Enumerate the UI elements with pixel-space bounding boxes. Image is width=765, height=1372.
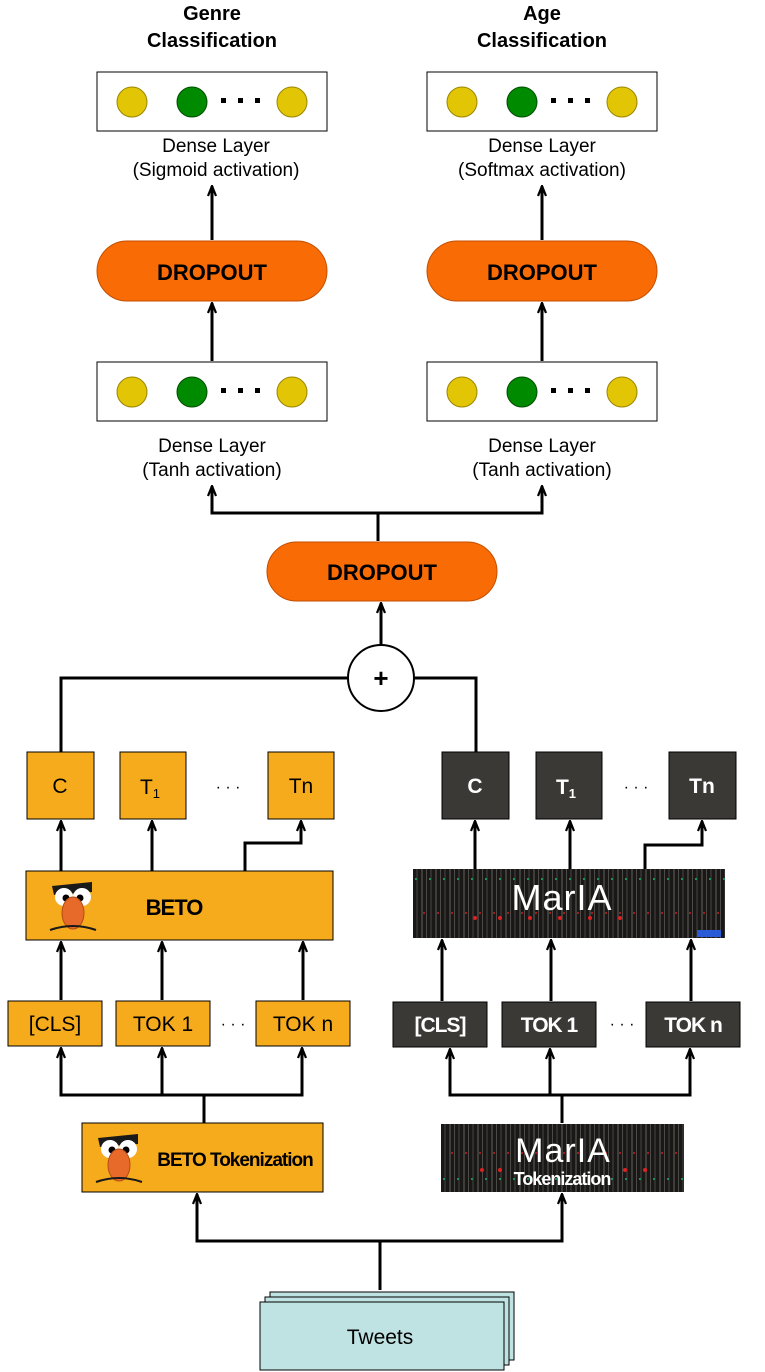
neuron-yellow bbox=[276, 376, 308, 408]
maria-model-shade bbox=[413, 869, 725, 938]
genre-dropout-label: DROPOUT bbox=[157, 260, 268, 285]
neuron-yellow bbox=[446, 86, 478, 118]
maria-tokenizer-label: Tokenization bbox=[514, 1169, 611, 1189]
age-dropout bbox=[426, 240, 658, 302]
beto-branch: C T1 · · · Tn BETO [CLS] TOK 1 · · · TOK… bbox=[7, 751, 351, 1193]
beto-output-tn bbox=[267, 751, 335, 820]
beto-token-ellipsis: · · · bbox=[221, 1016, 246, 1033]
maria-model bbox=[413, 869, 725, 938]
maria-token-n bbox=[645, 1001, 741, 1048]
maria-output-c-label: C bbox=[467, 775, 482, 798]
neuron-green bbox=[176, 376, 208, 408]
ellipsis-dots bbox=[551, 98, 590, 103]
arrow bbox=[243, 821, 301, 871]
maria-output-t1 bbox=[535, 751, 603, 820]
beto-output-tn-label: Tn bbox=[289, 775, 314, 798]
tweets-label: Tweets bbox=[347, 1326, 414, 1349]
input-connector bbox=[197, 1194, 382, 1290]
split-connector bbox=[212, 486, 380, 541]
maria-token-cls-label: [CLS] bbox=[415, 1014, 466, 1037]
age-dropout-label: DROPOUT bbox=[487, 260, 598, 285]
neuron-yellow bbox=[276, 86, 308, 118]
age-hidden-label-line1: Dense Layer bbox=[488, 436, 596, 457]
maria-token-connector bbox=[562, 1049, 690, 1097]
beto-mascot-icon bbox=[95, 1134, 143, 1183]
maria-token-cls bbox=[392, 1001, 488, 1048]
genre-title-line1: Genre bbox=[183, 3, 241, 25]
maria-token-ellipsis: · · · bbox=[610, 1016, 635, 1033]
beto-output-c-label: C bbox=[52, 775, 67, 798]
shared-dropout-label: DROPOUT bbox=[327, 560, 438, 585]
age-title-line1: Age bbox=[523, 3, 561, 25]
beto-output-c bbox=[26, 751, 95, 820]
tweets-box bbox=[259, 1301, 505, 1371]
maria-model-label: MarIA bbox=[511, 877, 612, 918]
maria-token-connector bbox=[450, 1049, 564, 1123]
maria-branch: C T1 · · · Tn MarIA [CLS] TOK 1 · · · TO… bbox=[392, 751, 741, 1192]
beto-token-cls-label: [CLS] bbox=[29, 1013, 82, 1036]
maria-output-c bbox=[441, 751, 510, 820]
arrow bbox=[643, 821, 702, 869]
genre-dropout bbox=[96, 240, 328, 302]
neuron-yellow bbox=[606, 376, 638, 408]
age-output-label-line2: (Softmax activation) bbox=[458, 160, 626, 181]
ellipsis-dots bbox=[551, 388, 590, 393]
neuron-yellow bbox=[606, 86, 638, 118]
maria-output-tn bbox=[668, 751, 737, 820]
beto-token-1 bbox=[115, 1000, 211, 1047]
beto-output-ellipsis: · · · bbox=[216, 779, 241, 796]
genre-head: Genre Classification Dense Layer (Sigmoi… bbox=[96, 3, 328, 481]
beto-token-cls bbox=[7, 1000, 103, 1047]
age-title-line2: Classification bbox=[477, 30, 607, 52]
ellipsis-dots bbox=[221, 98, 260, 103]
age-hidden-label-line2: (Tanh activation) bbox=[472, 460, 611, 481]
input-connector bbox=[380, 1194, 562, 1243]
neuron-yellow bbox=[116, 86, 148, 118]
split-connector bbox=[378, 486, 542, 515]
beto-token-1-label: TOK 1 bbox=[133, 1013, 193, 1036]
maria-token-n-label: TOK n bbox=[664, 1014, 722, 1037]
beto-token-connector bbox=[61, 1048, 206, 1123]
maria-tokenizer-shade bbox=[441, 1124, 684, 1192]
beto-model-label: BETO bbox=[146, 895, 204, 920]
genre-output-label-line1: Dense Layer bbox=[162, 136, 270, 157]
maria-tokenizer-logo: MarIA bbox=[515, 1132, 611, 1170]
maria-output-ellipsis: · · · bbox=[624, 779, 649, 796]
beto-mascot-icon bbox=[49, 882, 97, 931]
beto-token-connector bbox=[204, 1048, 302, 1097]
maria-model-badge bbox=[697, 930, 721, 937]
maria-cls-connector bbox=[414, 676, 478, 752]
age-head: Age Classification Dense Layer (Softmax … bbox=[426, 3, 658, 481]
beto-token-n-label: TOK n bbox=[273, 1013, 333, 1036]
ellipsis-dots bbox=[221, 388, 260, 393]
beto-output-t1-label: T1 bbox=[140, 776, 160, 801]
beto-token-n bbox=[255, 1000, 351, 1047]
maria-output-t1-label: T1 bbox=[556, 776, 576, 801]
maria-output-tn-label: Tn bbox=[689, 775, 715, 798]
concat-symbol: + bbox=[373, 663, 388, 693]
beto-cls-connector bbox=[59, 676, 348, 752]
maria-token-1-label: TOK 1 bbox=[521, 1014, 579, 1037]
maria-tokenizer bbox=[441, 1124, 684, 1192]
genre-hidden-label-line1: Dense Layer bbox=[158, 436, 266, 457]
neuron-yellow bbox=[446, 376, 478, 408]
tweets-input: Tweets bbox=[259, 1291, 515, 1371]
beto-output-t1 bbox=[119, 751, 187, 820]
maria-model-leds bbox=[473, 916, 622, 920]
genre-hidden-label-line2: (Tanh activation) bbox=[142, 460, 281, 481]
neuron-green bbox=[176, 86, 208, 118]
shared-dropout bbox=[266, 541, 498, 602]
maria-token-1 bbox=[501, 1001, 597, 1048]
neuron-green bbox=[506, 376, 538, 408]
age-output-label-line1: Dense Layer bbox=[488, 136, 596, 157]
neuron-yellow bbox=[116, 376, 148, 408]
neuron-green bbox=[506, 86, 538, 118]
genre-title-line2: Classification bbox=[147, 30, 277, 52]
beto-tokenizer-label: BETO Tokenization bbox=[157, 1150, 313, 1171]
maria-tokenizer-leds bbox=[480, 1168, 647, 1172]
genre-output-label-line2: (Sigmoid activation) bbox=[133, 160, 300, 181]
